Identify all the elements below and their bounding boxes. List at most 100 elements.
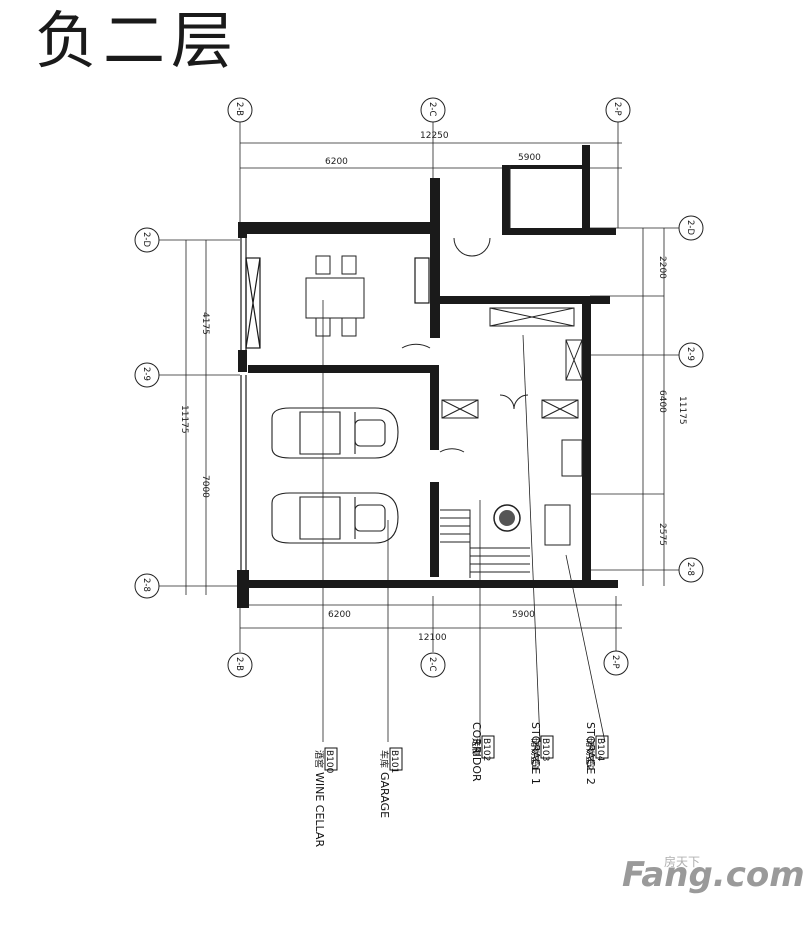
wall-stair-top xyxy=(502,228,616,235)
axis-label-top-middle: 2-C xyxy=(427,102,437,116)
chair xyxy=(315,255,331,275)
dim-bottom-total: 12100 xyxy=(418,633,447,643)
dim-top-right: 5900 xyxy=(518,153,541,163)
dim-right-total: 11175 xyxy=(677,396,687,425)
axis-bubble-right-top xyxy=(678,215,704,241)
dim-left-total: 11175 xyxy=(179,405,189,434)
floor-medallion-icon xyxy=(493,504,521,532)
room-label-b102: B102 走廊 CORRIDOR xyxy=(470,722,495,782)
wall-garage-top xyxy=(248,365,433,373)
garage-cars xyxy=(271,407,399,544)
walls xyxy=(237,145,618,608)
room-code: B102 xyxy=(481,738,491,761)
door-arc xyxy=(499,394,515,410)
axis-label-top-right: 2-P xyxy=(612,102,622,116)
room-cn: 储物室1 xyxy=(529,738,541,771)
axis-bubbles xyxy=(134,97,704,678)
axis-label-bottom-middle: 2-C xyxy=(427,657,437,671)
dimension-lines xyxy=(158,122,680,743)
dim-bottom-right: 5900 xyxy=(512,610,535,620)
room-en: STORAGE 2 xyxy=(584,722,597,785)
window-lines xyxy=(240,238,430,570)
axis-bubble-right-middle xyxy=(678,342,704,368)
dimension-texts: 12250 6200 5900 6200 5900 12100 4175 700… xyxy=(179,131,687,643)
wall-stair-left xyxy=(502,165,510,235)
doors xyxy=(401,237,529,453)
door-arc xyxy=(471,237,491,257)
axis-labels: 2-B 2-C 2-P 2-D 2-9 2-8 2-D 2-9 2-8 2-B … xyxy=(141,102,695,671)
wall-right xyxy=(582,300,591,580)
wall-bottom xyxy=(248,580,618,588)
room-label-b100: B100 酒窖 WINE CELLAR xyxy=(313,747,338,847)
stairs xyxy=(440,165,571,578)
table xyxy=(305,277,365,319)
wall-storage-top xyxy=(440,296,610,304)
axis-bubble-top-right xyxy=(605,97,631,123)
shelf-unit xyxy=(441,399,479,419)
room-labels: B100 酒窖 WINE CELLAR B101 车库 GARAGE B102 … xyxy=(313,722,609,847)
axis-bubble-bottom-middle xyxy=(420,652,446,678)
wall-center-upper xyxy=(430,178,440,338)
wall-center-lower xyxy=(430,482,439,577)
room-en: STORAGE 1 xyxy=(529,722,542,785)
room-en: WINE CELLAR xyxy=(313,772,326,847)
floor-title: 负二层 xyxy=(35,4,240,77)
axis-label-left-top: 2-D xyxy=(141,232,151,247)
axis-label-bottom-left: 2-B xyxy=(234,657,244,671)
car-icon xyxy=(271,492,399,544)
room-code: B103 xyxy=(540,738,550,761)
room-en: GARAGE xyxy=(378,772,391,818)
axis-bubble-right-bottom xyxy=(678,557,704,583)
axis-bubble-left-middle xyxy=(134,362,160,388)
axis-label-right-middle: 2-9 xyxy=(685,347,695,361)
shelf-unit xyxy=(561,439,583,477)
dim-right-middle: 6400 xyxy=(657,390,667,413)
room-code: B100 xyxy=(324,750,334,774)
dim-bottom-left: 6200 xyxy=(328,610,351,620)
storage-shelves xyxy=(441,307,583,477)
chair xyxy=(341,317,357,337)
room-code: B104 xyxy=(595,738,605,762)
axis-label-bottom-right: 2-P xyxy=(610,655,620,669)
wall-stair-cap xyxy=(502,165,582,169)
shelf-unit xyxy=(489,307,575,327)
car-icon xyxy=(271,407,399,459)
wall-center-mid xyxy=(430,365,439,450)
axis-label-top-left: 2-B xyxy=(234,102,244,116)
wall-top-left xyxy=(238,222,436,234)
room-cn: 走廊 xyxy=(470,738,482,756)
room-label-b103: B103 储物室1 STORAGE 1 xyxy=(529,722,554,785)
room-label-b101: B101 车库 GARAGE xyxy=(378,747,403,818)
axis-bubble-left-top xyxy=(134,227,160,253)
room-cn: 储物室2 xyxy=(584,738,596,771)
dim-top-total: 12250 xyxy=(420,131,449,141)
wall-corner xyxy=(238,222,247,238)
axis-label-right-top: 2-D xyxy=(685,220,695,235)
axis-bubble-bottom-left xyxy=(227,652,253,678)
wine-cellar-furniture xyxy=(305,255,365,337)
chair xyxy=(341,255,357,275)
room-code: B101 xyxy=(389,750,399,773)
wall-left-mid xyxy=(238,350,247,372)
door-arc xyxy=(513,394,529,410)
dim-left-upper: 4175 xyxy=(200,312,210,335)
dim-right-lower: 2575 xyxy=(657,523,667,546)
door-arc xyxy=(453,237,473,257)
room-cn: 酒窖 xyxy=(313,750,325,768)
axis-bubble-top-left xyxy=(227,97,253,123)
chair xyxy=(315,317,331,337)
watermark-logo: Fang.com xyxy=(622,855,805,895)
shelf-unit xyxy=(541,399,579,419)
room-label-b104: B104 储物室2 STORAGE 2 xyxy=(584,722,609,785)
axis-label-right-bottom: 2-8 xyxy=(685,562,695,576)
shelf-unit xyxy=(565,339,583,381)
watermark-cn: 房天下 xyxy=(664,855,701,869)
axis-bubble-top-middle xyxy=(420,97,446,123)
wall-left-bottom xyxy=(237,570,249,608)
wall-stair-right xyxy=(582,145,590,230)
dim-left-lower: 7000 xyxy=(200,475,210,498)
door-arc xyxy=(401,343,431,349)
dim-right-upper: 2200 xyxy=(657,256,667,279)
dim-top-left: 6200 xyxy=(325,157,348,167)
